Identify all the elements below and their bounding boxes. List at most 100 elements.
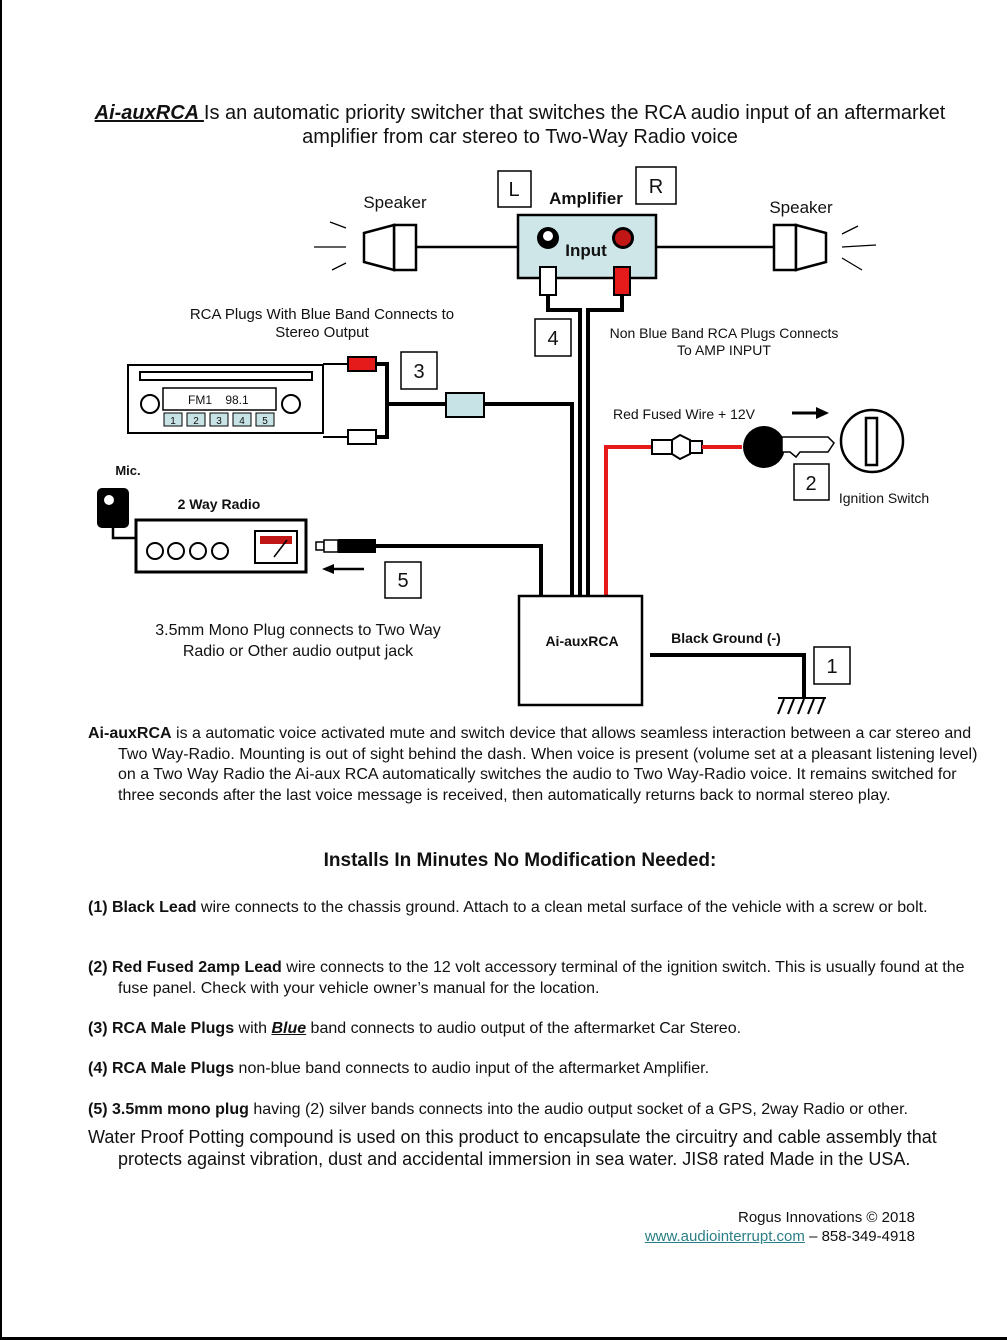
step-3: (3) RCA Male Plugs with Blue band connec…	[88, 1019, 988, 1040]
sound-wave-icon	[841, 225, 859, 235]
sound-wave-icon	[329, 221, 347, 229]
speaker-left-icon	[392, 223, 418, 272]
preset-button-icon	[163, 412, 183, 427]
speaker-right-cone	[794, 223, 828, 272]
amp-left-jack-center	[543, 231, 553, 241]
mono-plug-body-icon	[338, 539, 376, 553]
fuse-holder-icon	[651, 439, 673, 455]
wire-stereo-y	[376, 362, 389, 439]
callout-5: 5	[397, 570, 408, 592]
key-blade-icon	[781, 436, 835, 459]
arrow-left-head-icon	[322, 564, 334, 574]
speaker-left-cone	[362, 223, 396, 272]
two-way-radio-label: 2 Way Radio	[178, 496, 261, 512]
website-link[interactable]: www.audiointerrupt.com	[644, 1228, 805, 1245]
callout-2: 2	[805, 473, 816, 495]
rca-plug-right-icon	[613, 266, 631, 296]
device-box	[517, 594, 644, 707]
box-r	[635, 166, 677, 205]
step-3-text-before: with	[234, 1020, 272, 1037]
ignition-label: Ignition Switch	[839, 490, 929, 506]
mono-plug-tip-icon	[315, 541, 325, 551]
box-l	[497, 170, 532, 208]
rca-stereo-white-icon	[347, 429, 377, 445]
box-r-label: R	[649, 176, 663, 198]
step-1-title: Black Lead	[112, 899, 197, 916]
non-blue-label-1: Non Blue Band RCA Plugs Connects	[610, 325, 839, 341]
step-4-text: non-blue band connects to audio input of…	[234, 1060, 710, 1077]
speaker-left-label: Speaker	[363, 193, 427, 212]
install-heading: Installs In Minutes No Modification Need…	[323, 850, 717, 871]
preset-button-icon	[232, 412, 252, 427]
footer-contact: www.audiointerrupt.com – 858-349-4918	[645, 1227, 915, 1246]
ignition-slot-icon	[864, 416, 879, 467]
radio-meter-needle	[273, 539, 288, 558]
box-l-label: L	[508, 179, 519, 201]
step-4-title: RCA Male Plugs	[112, 1060, 235, 1077]
fuse-icon	[671, 433, 691, 461]
callout-3: 3	[413, 361, 424, 383]
wiring-diagram: Input Amplifier L R Speaker Speaker 4 No…	[97, 166, 929, 715]
preset-button-icon	[255, 412, 275, 427]
stereo-knob-left	[140, 394, 160, 414]
radio-knob-icon	[167, 542, 185, 560]
wire-blue-band	[484, 402, 574, 598]
step-3-num: (3)	[88, 1020, 112, 1037]
arrow-right-head-icon	[816, 407, 829, 419]
rca-plug-left-icon	[539, 266, 557, 296]
step-2-text: wire connects to the 12 volt accessory t…	[118, 959, 965, 997]
step-1-num: (1)	[88, 899, 112, 916]
step-1: (1) Black Lead wire connects to the chas…	[88, 898, 988, 919]
intro-text: Is an automatic priority switcher that s…	[203, 102, 946, 148]
callout-1: 1	[826, 656, 837, 678]
page-bottom-border	[0, 1337, 1007, 1340]
mic-label: Mic.	[115, 463, 140, 478]
sound-wave-icon	[841, 244, 877, 248]
radio-knob-icon	[211, 542, 229, 560]
step-3-text: band connects to audio output of the aft…	[306, 1020, 742, 1037]
ground-hatch-icon	[807, 698, 815, 715]
callout-box-4	[534, 318, 572, 357]
ground-hatch-icon	[787, 698, 795, 715]
radio-knob-icon	[189, 542, 207, 560]
amp-right-jack-center	[615, 230, 631, 246]
wire-rca-right	[586, 295, 624, 598]
preset-button-icon	[209, 412, 229, 427]
intro-brand: Ai-auxRCA	[94, 102, 204, 124]
wire-rca-left	[546, 295, 582, 598]
non-blue-label-2: To AMP INPUT	[677, 342, 771, 358]
description-text: is a automatic voice activated mute and …	[118, 725, 978, 804]
preset-label: 5	[262, 416, 268, 427]
wire-ground	[650, 653, 806, 698]
stereo-display	[162, 387, 277, 411]
mono-label-1: 3.5mm Mono Plug connects to Two Way	[155, 622, 440, 639]
speaker-right-label: Speaker	[769, 198, 833, 217]
mono-label-2: Radio or Other audio output jack	[183, 643, 414, 660]
step-3-blue-word: Blue	[271, 1020, 307, 1037]
ground-label: Black Ground (-)	[671, 630, 781, 646]
ground-hatch-icon	[777, 698, 785, 715]
rca-blue-label-2: Stereo Output	[275, 324, 369, 341]
mic-cord	[111, 528, 137, 540]
footer-phone: – 858-349-4918	[804, 1228, 915, 1245]
device-label: Ai-auxRCA	[545, 633, 618, 649]
description-paragraph: Ai-auxRCA is a automatic voice activated…	[88, 724, 978, 806]
preset-label: 4	[239, 416, 245, 427]
footer: Rogus Innovations © 2018 www.audiointerr…	[645, 1208, 915, 1246]
step-5: (5) 3.5mm mono plug having (2) silver ba…	[88, 1100, 988, 1121]
page-left-border	[0, 0, 2, 1340]
stereo-slot	[139, 371, 313, 381]
step-2-title: Red Fused 2amp Lead	[112, 959, 282, 976]
preset-label: 3	[216, 416, 222, 427]
footer-copyright: Rogus Innovations © 2018	[737, 1209, 915, 1226]
rca-stereo-red-icon	[347, 356, 377, 372]
fuse-cap-icon	[689, 440, 703, 454]
radio-meter-bar	[260, 536, 292, 544]
step-5-num: (5)	[88, 1101, 112, 1118]
radio-knob-icon	[146, 542, 164, 560]
stereo-knob-right	[281, 394, 301, 414]
stereo-freq: 98.1	[225, 393, 249, 407]
step-2: (2) Red Fused 2amp Lead wire connects to…	[88, 958, 988, 999]
potting-paragraph: Water Proof Potting compound is used on …	[88, 1127, 937, 1169]
